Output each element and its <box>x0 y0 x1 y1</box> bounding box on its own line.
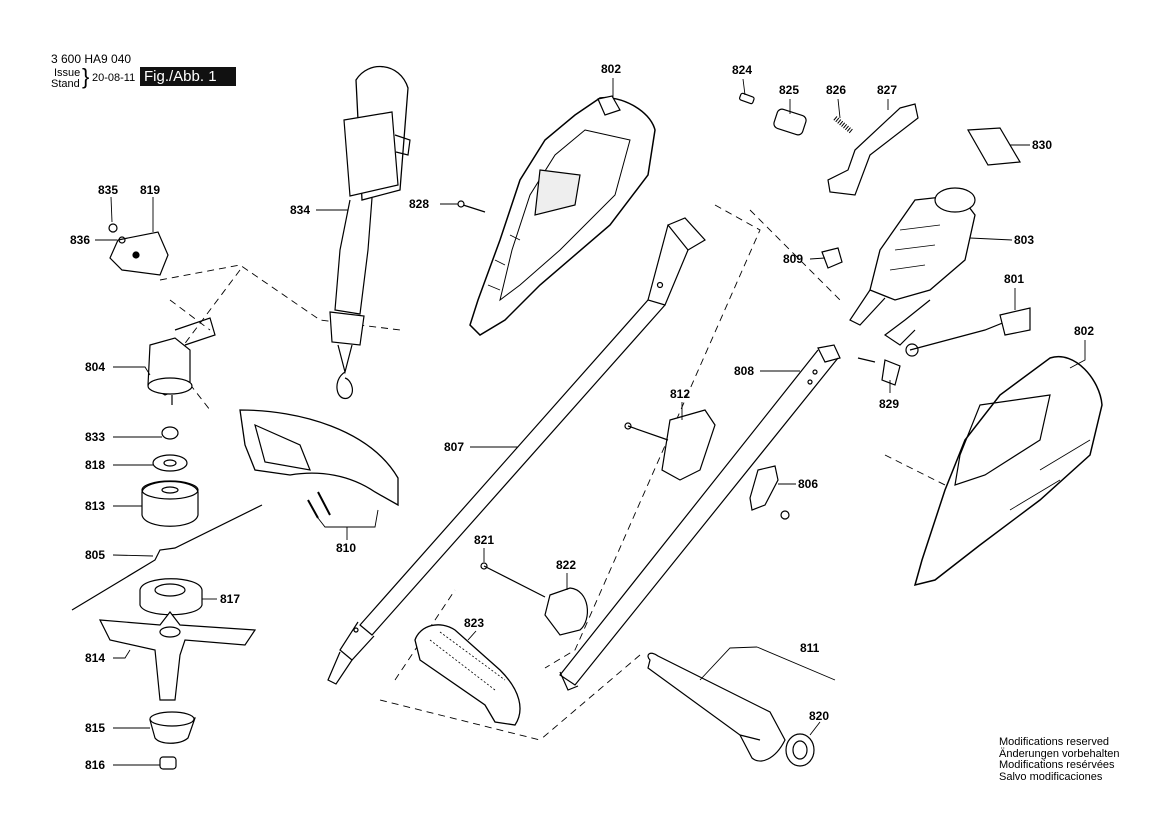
callout-820: 820 <box>809 709 829 723</box>
brace-glyph: } <box>82 64 90 89</box>
spool-base-817 <box>139 578 203 616</box>
part-809 <box>821 247 843 269</box>
pad-830 <box>967 127 1021 166</box>
handle-tube-811 <box>647 652 786 762</box>
spool-cover-819 <box>109 231 169 276</box>
callout-802-top: 802 <box>601 62 621 76</box>
auxiliary-handle <box>414 624 521 726</box>
callout-818: 818 <box>85 458 105 472</box>
part-number: 3 600 HA9 040 <box>51 52 132 66</box>
cord-clamp-829 <box>857 357 901 386</box>
spacer-833 <box>161 426 179 440</box>
washer-836 <box>118 236 126 244</box>
callout-819: 819 <box>140 183 160 197</box>
issue-date: 20-08-11 <box>92 72 136 84</box>
callout-812: 812 <box>670 387 690 401</box>
callout-803: 803 <box>1014 233 1034 247</box>
leader-lines <box>95 78 1086 766</box>
note-en: Modifications reserved <box>999 736 1110 748</box>
callout-808: 808 <box>734 364 754 378</box>
screw-835 <box>108 223 118 233</box>
callout-836: 836 <box>70 233 90 247</box>
callout-802-right: 802 <box>1074 324 1094 338</box>
flange-815 <box>149 711 196 744</box>
bolt-821 <box>480 562 546 598</box>
callout-816: 816 <box>85 758 105 772</box>
upper-tube <box>559 344 841 691</box>
callout-833: 833 <box>85 430 105 444</box>
figure-label: Fig./Abb. 1 <box>140 67 236 86</box>
spool-813 <box>141 480 199 527</box>
lever-806 <box>749 465 790 520</box>
note-de: Änderungen vorbehalten <box>999 747 1120 760</box>
guard-810 <box>239 409 399 519</box>
stand-label: Stand <box>51 78 80 90</box>
callout-825: 825 <box>779 83 799 97</box>
clamp-812 <box>624 409 716 481</box>
housing-half-top <box>469 95 656 336</box>
housing-half-right <box>913 355 1103 587</box>
callout-827: 827 <box>877 83 897 97</box>
callout-805: 805 <box>85 548 105 562</box>
callout-814: 814 <box>85 651 105 665</box>
callout-830: 830 <box>1032 138 1052 152</box>
callout-835: 835 <box>98 183 118 197</box>
callout-824: 824 <box>732 63 752 77</box>
callout-813: 813 <box>85 499 105 513</box>
nut-818 <box>152 454 188 472</box>
callout-823: 823 <box>464 616 484 630</box>
callout-804: 804 <box>85 360 105 374</box>
motor-803 <box>849 187 976 326</box>
callout-815: 815 <box>85 721 105 735</box>
callout-817: 817 <box>220 592 240 606</box>
callout-821: 821 <box>474 533 494 547</box>
power-cord <box>883 299 1031 357</box>
spring-826 <box>833 116 854 134</box>
trimmer-line-805 <box>71 504 263 611</box>
callout-811: 811 <box>800 641 820 655</box>
callout-806: 806 <box>798 477 818 491</box>
note-fr: Modifications resérvées <box>999 759 1115 771</box>
part-825 <box>773 108 807 136</box>
nut-816 <box>159 756 177 770</box>
callout-829: 829 <box>879 397 899 411</box>
gear-housing-804 <box>147 317 216 405</box>
shoulder-strap <box>329 66 411 399</box>
part-824 <box>739 92 755 105</box>
callout-826: 826 <box>826 83 846 97</box>
issue-label: Issue <box>54 67 81 79</box>
callout-834: 834 <box>290 203 310 217</box>
callout-807: 807 <box>444 440 464 454</box>
modification-notes: Modifications reserved Änderungen vorbeh… <box>999 736 1120 783</box>
lower-tube <box>327 217 706 685</box>
callout-labels: 802 824 825 826 827 830 803 809 828 834 … <box>70 62 1094 772</box>
callout-801: 801 <box>1004 272 1024 286</box>
end-cap-820 <box>785 733 815 767</box>
clamp-822 <box>544 587 588 636</box>
callout-822: 822 <box>556 558 576 572</box>
callout-809: 809 <box>783 252 803 266</box>
lever-827 <box>827 103 919 196</box>
callout-828: 828 <box>409 197 429 211</box>
note-es: Salvo modificaciones <box>999 770 1103 783</box>
callout-810: 810 <box>336 541 356 555</box>
blade-814 <box>98 611 257 701</box>
